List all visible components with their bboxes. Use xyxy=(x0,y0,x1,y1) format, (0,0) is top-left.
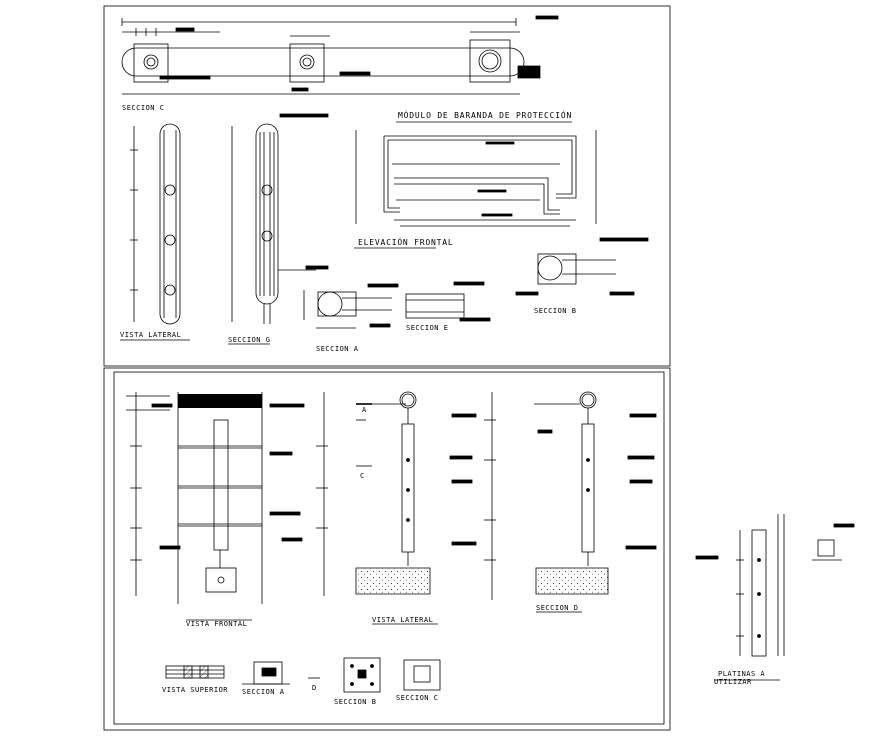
vista-frontal xyxy=(126,392,328,621)
elevacion-frontal xyxy=(354,121,597,249)
label-elevacion-frontal: ELEVACIÓN FRONTAL xyxy=(358,236,453,247)
marker-d: D xyxy=(312,684,317,692)
label-seccion-d: SECCION D xyxy=(536,604,578,612)
vista-superior xyxy=(165,665,225,679)
label-seccion-a-top: SECCION A xyxy=(316,345,359,353)
seccion-b-top xyxy=(515,237,649,296)
seccion-a-bottom xyxy=(242,661,290,685)
top-sheet-border xyxy=(103,5,671,367)
vista-lateral-top xyxy=(120,123,190,341)
label-platinas-line2: UTILIZAR xyxy=(714,678,752,686)
label-vista-frontal: VISTA FRONTAL xyxy=(186,620,247,628)
marker-c: C xyxy=(360,472,365,480)
label-seccion-a-bottom: SECCION A xyxy=(242,688,285,696)
seccion-b-bottom xyxy=(343,657,381,693)
seccion-c-bottom xyxy=(403,659,441,691)
label-vista-lateral-bottom: VISTA LATERAL xyxy=(372,616,433,624)
platinas-detail xyxy=(695,514,855,681)
bottom-sheet-inner-border xyxy=(113,371,665,725)
seccion-d-view xyxy=(534,391,657,613)
label-seccion-b-bottom: SECCION B xyxy=(334,698,376,706)
seccion-a-top xyxy=(303,283,399,329)
bottom-sheet-border xyxy=(103,367,671,731)
seccion-c-plan xyxy=(121,15,559,95)
label-seccion-e: SECCION E xyxy=(406,324,448,332)
label-seccion-b-top: SECCION B xyxy=(534,307,576,315)
vista-lateral-bottom xyxy=(355,391,496,625)
label-vista-lateral-top: VISTA LATERAL xyxy=(120,331,181,339)
marker-a: A xyxy=(362,406,367,414)
seccion-e xyxy=(405,281,491,322)
top-sheet xyxy=(103,5,671,367)
label-modulo-title: MÓDULO DE BARANDA DE PROTECCIÓN xyxy=(398,109,572,120)
label-seccion-c-bottom: SECCION C xyxy=(396,694,438,702)
label-seccion-c: SECCION C xyxy=(122,104,164,112)
label-vista-superior: VISTA SUPERIOR xyxy=(162,686,228,694)
bottom-sheet xyxy=(103,367,671,731)
label-seccion-g: SECCION G xyxy=(228,336,270,344)
label-platinas-line1: PLATINAS A xyxy=(718,670,765,678)
seccion-g-view xyxy=(228,113,329,345)
